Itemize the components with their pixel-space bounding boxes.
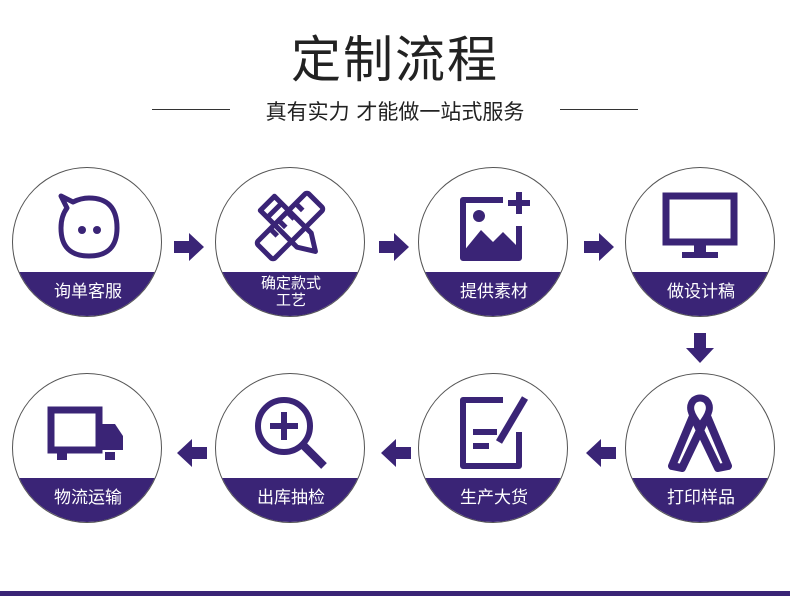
step-label: 生产大货 [419,478,567,522]
step-label-text: 确定款式 工艺 [260,274,321,309]
ruler-pencil-icon [216,168,364,268]
step-label: 出库抽检 [216,478,364,522]
step-label: 提供素材 [419,272,567,316]
step-print-samples: 打印样品 [625,373,775,523]
step-label: 物流运输 [13,478,161,522]
step-label: 打印样品 [626,478,774,522]
subtitle-divider-right [560,109,638,110]
footer-bar [0,591,790,596]
step-logistics: 物流运输 [12,373,162,523]
arrow-left-icon [378,435,414,471]
step-mass-production: 生产大货 [418,373,568,523]
arrow-right-icon [581,229,617,265]
arrow-left-icon [583,435,619,471]
step-provide-materials: 提供素材 [418,167,568,317]
step-inquiry-service: 询单客服 [12,167,162,317]
subtitle-divider-left [152,109,230,110]
arrow-down-icon [682,330,718,366]
step-outbound-inspection: 出库抽检 [215,373,365,523]
delivery-truck-icon [13,374,161,474]
arrow-left-icon [174,435,210,471]
page-title: 定制流程 [291,31,499,89]
ribbon-icon [626,374,774,474]
page-subtitle: 真有实力 才能做一站式服务 [265,100,525,124]
chat-bubble-icon [13,168,161,268]
step-label: 确定款式 工艺 [216,272,364,316]
step-label: 询单客服 [13,272,161,316]
subtitle-row: 真有实力 才能做一站式服务 [0,92,790,126]
add-image-icon [419,168,567,268]
step-confirm-style-process: 确定款式 工艺 [215,167,365,317]
monitor-icon [626,168,774,268]
step-design-draft: 做设计稿 [625,167,775,317]
zoom-in-icon [216,374,364,474]
arrow-right-icon [376,229,412,265]
arrow-right-icon [171,229,207,265]
step-label: 做设计稿 [626,272,774,316]
edit-document-icon [419,374,567,474]
